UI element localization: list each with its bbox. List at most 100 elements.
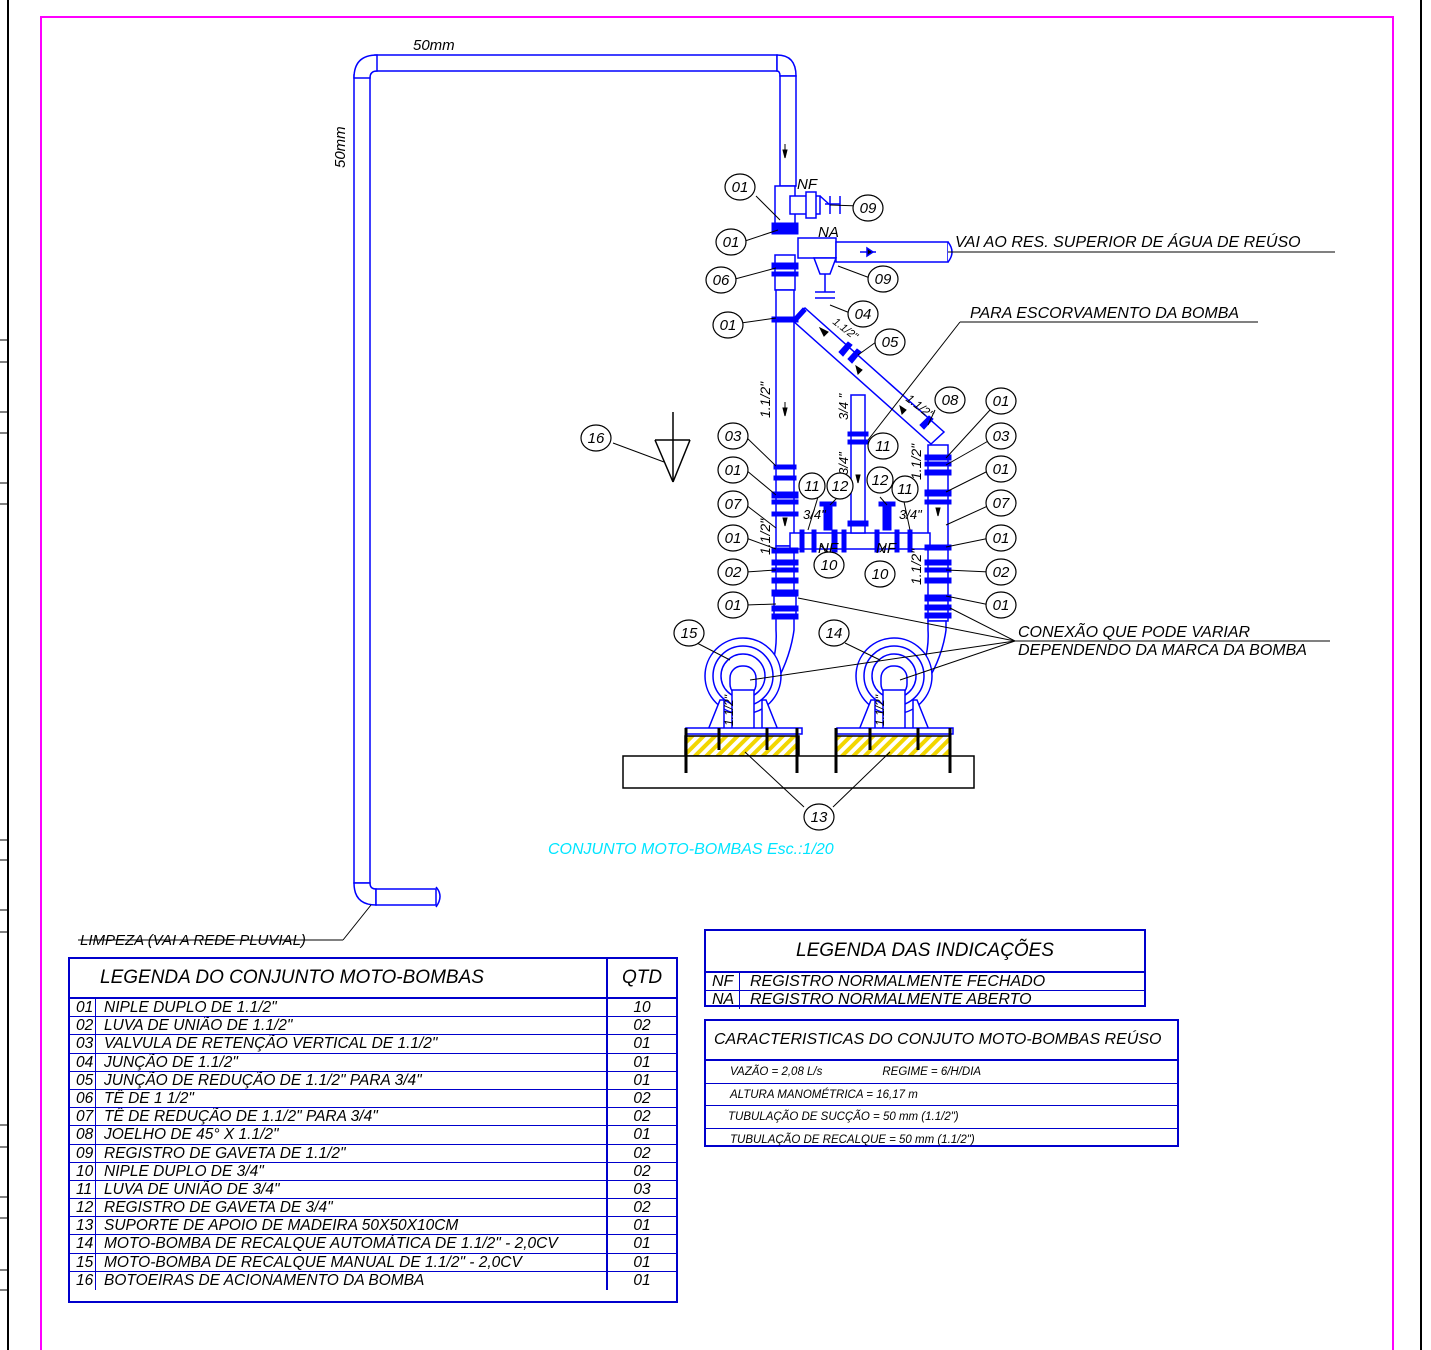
legend-item-number: 04 bbox=[70, 1053, 96, 1071]
characteristics-head-row: ALTURA MANOMÉTRICA = 16,17 m bbox=[706, 1084, 1177, 1106]
bubble-15: 15 bbox=[681, 625, 698, 642]
legend-item-number: 06 bbox=[70, 1089, 96, 1108]
legend-item-number: 03 bbox=[70, 1035, 96, 1053]
leader-lines bbox=[78, 195, 1335, 941]
bubble-12: 12 bbox=[832, 478, 849, 495]
characteristics-discharge-row: TUBULAÇÃO DE RECALQUE = 50 mm (1.1/2") bbox=[706, 1129, 1177, 1152]
legend-item-number: 05 bbox=[70, 1071, 96, 1089]
bubble-02: 02 bbox=[993, 564, 1010, 581]
bubble-01: 01 bbox=[993, 393, 1010, 410]
wooden-support bbox=[622, 728, 975, 789]
bubble-13: 13 bbox=[811, 809, 828, 826]
bubble-03: 03 bbox=[993, 428, 1010, 445]
cleaning-note: LIMPEZA (VAI A REDE PLUVIAL) bbox=[80, 932, 306, 949]
gate-valves-top bbox=[812, 195, 876, 299]
legend-item-description: MOTO-BOMBA DE RECALQUE MANUAL DE 1.1/2" … bbox=[104, 1253, 522, 1271]
size-label-4: 1.1/2" bbox=[908, 548, 924, 585]
bubble-01: 01 bbox=[725, 462, 742, 479]
legend-item-description: NIPLE DUPLO DE 1.1/2" bbox=[104, 999, 277, 1016]
bubble-07: 07 bbox=[993, 495, 1010, 512]
bubble-16: 16 bbox=[588, 430, 605, 447]
bubble-01: 01 bbox=[993, 530, 1010, 547]
connection-note-2: DEPENDENDO DA MARCA DA BOMBA bbox=[1018, 642, 1307, 659]
legend-item-qty: 01 bbox=[606, 1053, 676, 1071]
suction-value: TUBULAÇÃO DE SUCÇÃO = 50 mm (1.1/2") bbox=[728, 1111, 959, 1123]
characteristics-table: CARACTERISTICAS DO CONJUTO MOTO-BOMBAS R… bbox=[704, 1019, 1179, 1147]
legend-item-number: 02 bbox=[70, 1017, 96, 1035]
bubble-06: 06 bbox=[713, 272, 730, 289]
pump-manual bbox=[685, 637, 803, 735]
legend-item-qty: 02 bbox=[606, 1108, 676, 1126]
size-label-2: 1.1/2" bbox=[757, 518, 773, 555]
legend-item-description: JOELHO DE 45° X 1.1/2" bbox=[104, 1126, 279, 1144]
legend-item-qty: 02 bbox=[606, 1089, 676, 1108]
characteristics-title: CARACTERISTICAS DO CONJUTO MOTO-BOMBAS R… bbox=[706, 1021, 1177, 1061]
legend-item-description: MOTO-BOMBA DE RECALQUE AUTOMÁTICA DE 1.1… bbox=[104, 1235, 558, 1253]
pipe-label-left: 50mm bbox=[332, 126, 349, 168]
indications-title: LEGENDA DAS INDICAÇÕES bbox=[706, 931, 1144, 973]
bubble-01: 01 bbox=[720, 317, 737, 334]
legend-item-description: LUVA DE UNIÃO DE 1.1/2" bbox=[104, 1017, 293, 1035]
bubble-09: 09 bbox=[875, 271, 892, 288]
legend-item-description: TÊ DE REDUÇÃO DE 1.1/2" PARA 3/4" bbox=[104, 1108, 378, 1126]
size-label-7: 3/4 " bbox=[836, 392, 851, 420]
callout-bubbles bbox=[580, 173, 1017, 831]
legend-item-description: VALVULA DE RETENÇÃO VERTICAL DE 1.1/2" bbox=[104, 1035, 438, 1053]
legend-item-description: NIPLE DUPLO DE 3/4" bbox=[104, 1162, 264, 1180]
legend-item-description: SUPORTE DE APOIO DE MADEIRA 50X50X10CM bbox=[104, 1217, 459, 1235]
size-label-3: 1.1/2" bbox=[908, 443, 924, 480]
bubble-10: 10 bbox=[821, 557, 838, 574]
legend-row: 03 VALVULA DE RETENÇÃO VERTICAL DE 1.1/2"… bbox=[70, 1035, 676, 1054]
destination-note: VAI AO RES. SUPERIOR DE ÁGUA DE REÚSO bbox=[955, 232, 1301, 251]
legend-item-description: LUVA DE UNIÃO DE 3/4" bbox=[104, 1180, 280, 1198]
return-pipe bbox=[353, 54, 797, 908]
flow-value: VAZÃO = 2,08 L/s bbox=[730, 1066, 823, 1078]
size-label-11: 1.1/2" bbox=[722, 694, 736, 726]
indication-code: NA bbox=[706, 991, 740, 1009]
legend-item-description: REGISTRO DE GAVETA DE 3/4" bbox=[104, 1199, 333, 1217]
bubble-08: 08 bbox=[942, 392, 959, 409]
legend-row: 06 TÊ DE 1 1/2" 02 bbox=[70, 1089, 676, 1109]
bubble-01: 01 bbox=[993, 597, 1010, 614]
bubble-11: 11 bbox=[875, 438, 891, 455]
size-label-8: 3/4" bbox=[836, 451, 851, 475]
pipe-label-top: 50mm bbox=[413, 37, 455, 54]
legend-item-number: 14 bbox=[70, 1235, 96, 1253]
legend-row: 15 MOTO-BOMBA DE RECALQUE MANUAL DE 1.1/2… bbox=[70, 1253, 676, 1272]
legend-title: LEGENDA DO CONJUNTO MOTO-BOMBAS bbox=[100, 967, 484, 988]
size-label-9: 3/4" bbox=[803, 507, 827, 522]
bubble-10: 10 bbox=[872, 566, 889, 583]
legend-header: LEGENDA DO CONJUNTO MOTO-BOMBAS QTD bbox=[70, 959, 676, 999]
legend-item-description: TÊ DE 1 1/2" bbox=[104, 1089, 194, 1107]
bubble-11: 11 bbox=[897, 481, 913, 498]
connection-note-1: CONEXÃO QUE PODE VARIAR bbox=[1018, 622, 1251, 641]
legend-item-description: BOTOEIRAS DE ACIONAMENTO DA BOMBA bbox=[104, 1271, 425, 1289]
legend-qty-header: QTD bbox=[606, 959, 676, 997]
legend-item-number: 15 bbox=[70, 1253, 96, 1271]
bubble-04: 04 bbox=[855, 306, 872, 323]
bubble-01: 01 bbox=[725, 530, 742, 547]
bubble-01: 01 bbox=[723, 234, 740, 251]
legend-item-number: 12 bbox=[70, 1199, 96, 1217]
bubble-01: 01 bbox=[725, 597, 742, 614]
legend-item-number: 11 bbox=[70, 1180, 96, 1199]
legend-item-qty: 10 bbox=[606, 999, 676, 1017]
bubble-11: 11 bbox=[804, 478, 820, 495]
bubble-09: 09 bbox=[860, 200, 877, 217]
priming-note: PARA ESCORVAMENTO DA BOMBA bbox=[970, 305, 1239, 322]
legend-item-qty: 01 bbox=[606, 1035, 676, 1053]
control-button-symbol bbox=[654, 412, 691, 483]
pipe-fittings bbox=[771, 222, 952, 620]
legend-item-qty: 01 bbox=[606, 1126, 676, 1144]
